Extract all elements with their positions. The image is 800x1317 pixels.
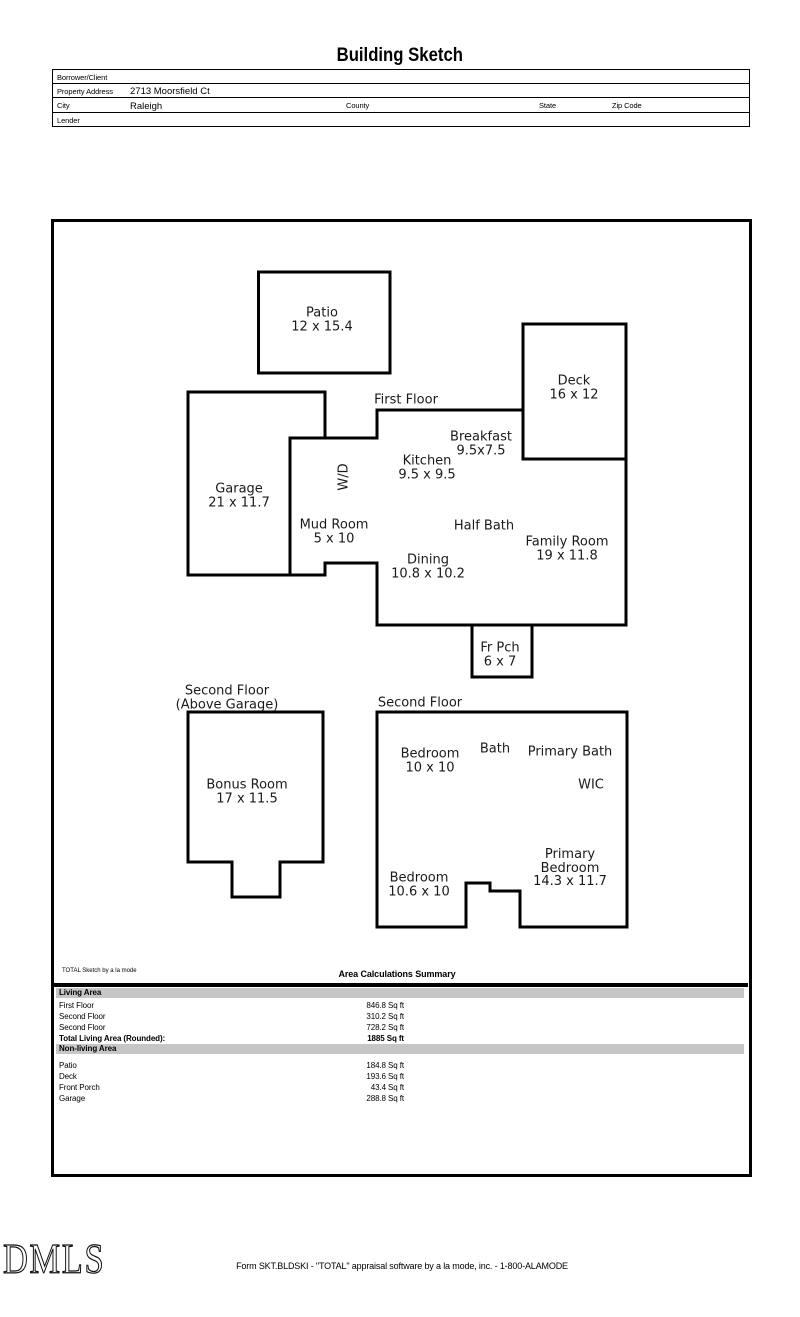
- property-address-value: 2713 Moorsfield Ct: [130, 86, 210, 97]
- living-area-band: Living Area: [56, 988, 744, 998]
- table-divider: [52, 112, 750, 113]
- second-floor-label: Second Floor: [377, 695, 463, 711]
- area-calculations-title: Area Calculations Summary: [338, 969, 456, 979]
- table-divider: [52, 83, 750, 84]
- table-divider: [52, 97, 750, 98]
- state-label: State: [539, 101, 557, 110]
- deck-outline: [521, 322, 628, 461]
- property-address-label: Property Address: [57, 87, 113, 96]
- room-label-primary-bath: Primary Bath: [527, 744, 613, 760]
- non-living-area-band: Non-living Area: [56, 1044, 744, 1054]
- patio-outline: [257, 270, 392, 375]
- form-id-line: Form SKT.BLDSKI - "TOTAL" appraisal soft…: [236, 1261, 568, 1271]
- county-label: County: [346, 101, 370, 110]
- total-sketch-watermark: TOTAL Sketch by a la mode: [62, 968, 137, 974]
- city-value: Raleigh: [130, 101, 163, 112]
- property-info-table: [52, 69, 750, 127]
- summary-row-total-living: Total Living Area (Rounded):1885 Sq ft: [59, 1034, 404, 1043]
- second-floor-outline: [375, 710, 629, 929]
- bonus-room-outline: [186, 710, 325, 899]
- room-label-washer-dryer: W/D: [336, 463, 352, 491]
- mud-room-wall: [288, 436, 327, 577]
- summary-divider-bar: [54, 983, 748, 987]
- front-porch-outline: [470, 623, 534, 679]
- zip-code-label: Zip Code: [612, 101, 642, 110]
- second-floor-above-garage-label: Second Floor(Above Garage): [175, 683, 279, 712]
- borrower-label: Borrower/Client: [57, 73, 108, 82]
- city-label: City: [57, 101, 70, 110]
- dmls-logo: DMLS: [3, 1236, 106, 1283]
- room-label-wic: WIC: [578, 777, 604, 793]
- room-label-bath: Bath: [479, 741, 511, 757]
- lender-label: Lender: [57, 116, 80, 125]
- sketch-border: [51, 219, 752, 1177]
- room-label-half-bath: Half Bath: [453, 518, 515, 534]
- page-title: Building Sketch: [336, 45, 464, 66]
- first-floor-label: First Floor: [374, 392, 438, 408]
